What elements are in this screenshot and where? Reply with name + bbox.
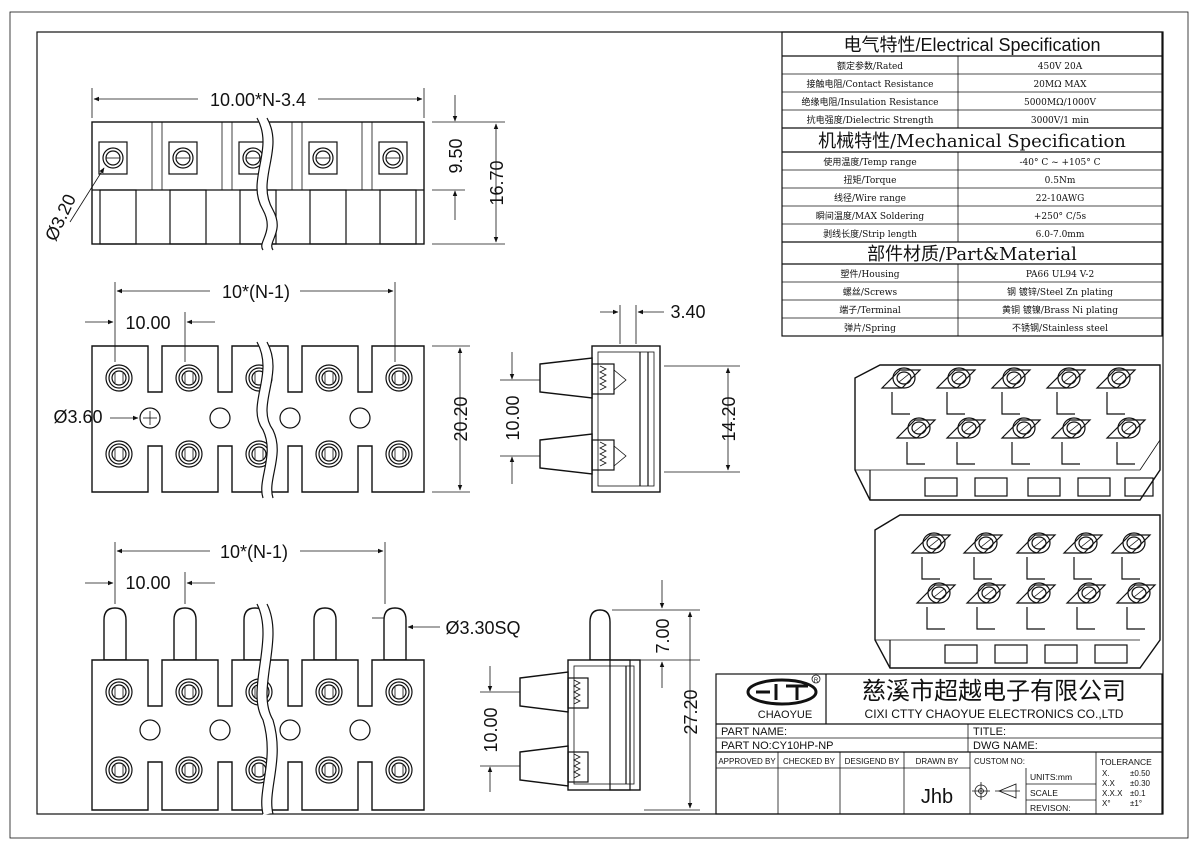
checked-by-label: CHECKED BY: [783, 757, 836, 766]
dim-pitch: 10.00: [125, 313, 170, 333]
units-label: UNITS:mm: [1030, 772, 1072, 782]
spec-row-value: +250° C/5s: [1034, 212, 1087, 222]
spec-row-value: 5000MΩ/1000V: [1024, 98, 1097, 108]
spec-row-label: 抗电强度/Dielectric Strength: [807, 114, 934, 126]
dim-side-3-40: 3.40: [670, 302, 705, 322]
projection-symbol-icon: [972, 782, 1020, 800]
spec-row-label: 使用温度/Temp range: [823, 156, 916, 168]
tolerance-value: ±1°: [1130, 799, 1142, 808]
bottom-front-view: [91, 601, 425, 816]
company-name-en: CIXI CTTY CHAOYUE ELECTRONICS CO.,LTD: [865, 707, 1124, 721]
spec-row-label: 螺丝/Screws: [843, 286, 898, 298]
front-view: [91, 339, 425, 500]
spec-row-label: 线径/Wire range: [834, 192, 906, 204]
spec-row-label: 接触电阻/Contact Resistance: [807, 78, 934, 90]
scale-label: SCALE: [1030, 788, 1058, 798]
part-no: PART NO:CY10HP-NP: [721, 740, 833, 752]
company-logo: R: [746, 674, 821, 706]
spec-row-label: 端子/Terminal: [839, 304, 901, 316]
revision-label: REVISON:: [1030, 803, 1071, 813]
drawn-by-label: DRAWN BY: [916, 757, 959, 766]
tolerance-key: X.X: [1102, 779, 1116, 788]
custom-no-label: CUSTOM NO:: [974, 757, 1025, 766]
dim-bot-27-20: 27.20: [681, 689, 701, 734]
spec-row-value: PA66 UL94 V-2: [1026, 270, 1094, 280]
spec-row-value: 钢 镀锌/Steel Zn plating: [1007, 286, 1113, 298]
spec-row-value: 3000V/1 min: [1031, 116, 1089, 126]
spec-row-label: 额定参数/Rated: [837, 60, 903, 72]
dim-mid-height: 20.20: [451, 396, 471, 441]
dim-top-width: 10.00*N-3.4: [210, 90, 306, 110]
dim-bot-pitch: 10.00: [125, 573, 170, 593]
dim-top-hole: Ø3.20: [41, 191, 80, 244]
spec-row-value: 黄铜 镀镍/Brass Ni plating: [1002, 304, 1118, 316]
dim-bot-total: 10*(N-1): [220, 542, 288, 562]
inner-border: [36, 31, 1164, 815]
spec-table: 电气特性/Electrical Specification 额定参数/Rated…: [781, 31, 1163, 337]
spec-row-value: 不锈钢/Stainless steel: [1012, 322, 1108, 334]
svg-text:R: R: [814, 678, 819, 684]
isometric-view: [854, 364, 1161, 669]
tolerance-value: ±0.30: [1130, 779, 1151, 788]
title-label: TITLE:: [973, 726, 1006, 738]
spec-row-label: 弹片/Spring: [844, 322, 896, 334]
spec-mechanical-title: 机械特性/Mechanical Specification: [818, 131, 1126, 152]
spec-row-value: -40° C ~ +105° C: [1020, 158, 1101, 168]
bottom-side-view: [519, 609, 641, 791]
drawer-name: Jhb: [921, 786, 953, 808]
title-block: R CHAOYUE 慈溪市超越电子有限公司 CIXI CTTY CHAOYUE …: [715, 673, 1163, 815]
dim-pitch-total: 10*(N-1): [222, 282, 290, 302]
designed-by-label: DESIGEND BY: [845, 757, 900, 766]
dim-side-14-20: 14.20: [719, 396, 739, 441]
dim-top-h2: 16.70: [487, 160, 507, 205]
dim-top-h1: 9.50: [446, 138, 466, 173]
spec-row-label: 绝缘电阻/Insulation Resistance: [802, 96, 939, 108]
tolerance-title: TOLERANCE: [1100, 757, 1152, 767]
top-view: [91, 115, 425, 253]
logo-text: CHAOYUE: [758, 709, 812, 721]
spec-row-value: 450V 20A: [1038, 62, 1083, 72]
spec-row-label: 塑件/Housing: [840, 268, 899, 280]
part-name-label: PART NAME:: [721, 726, 787, 738]
spec-row-value: 6.0-7.0mm: [1036, 230, 1085, 240]
spec-row-value: 20MΩ MAX: [1033, 80, 1087, 90]
dim-pin-size: Ø3.30SQ: [445, 618, 520, 638]
spec-row-value: 0.5Nm: [1045, 176, 1076, 186]
dim-side-10: 10.00: [503, 395, 523, 440]
company-name-cn: 慈溪市超越电子有限公司: [862, 678, 1126, 705]
approved-by-label: APPROVED BY: [718, 757, 776, 766]
tolerance-value: ±0.50: [1130, 769, 1151, 778]
tolerance-key: X°: [1102, 799, 1111, 808]
tolerance-value: ±0.1: [1130, 789, 1146, 798]
tolerance-key: X.X.X: [1102, 789, 1123, 798]
spec-electrical-title: 电气特性/Electrical Specification: [843, 35, 1100, 55]
spec-row-value: 22-10AWG: [1036, 194, 1085, 204]
side-view: [539, 345, 661, 493]
dim-bot-7: 7.00: [653, 618, 673, 653]
tolerance-key: X.: [1102, 769, 1110, 778]
dim-bot-10: 10.00: [481, 707, 501, 752]
dim-mount-hole: Ø3.60: [53, 407, 102, 427]
spec-row-label: 剥线长度/Strip length: [823, 228, 917, 240]
spec-row-label: 扭矩/Torque: [844, 174, 897, 186]
spec-row-label: 瞬间温度/MAX Soldering: [816, 210, 925, 222]
dwg-name-label: DWG NAME:: [973, 740, 1038, 752]
outer-border: [9, 11, 1189, 839]
spec-material-title: 部件材质/Part&Material: [867, 244, 1077, 265]
